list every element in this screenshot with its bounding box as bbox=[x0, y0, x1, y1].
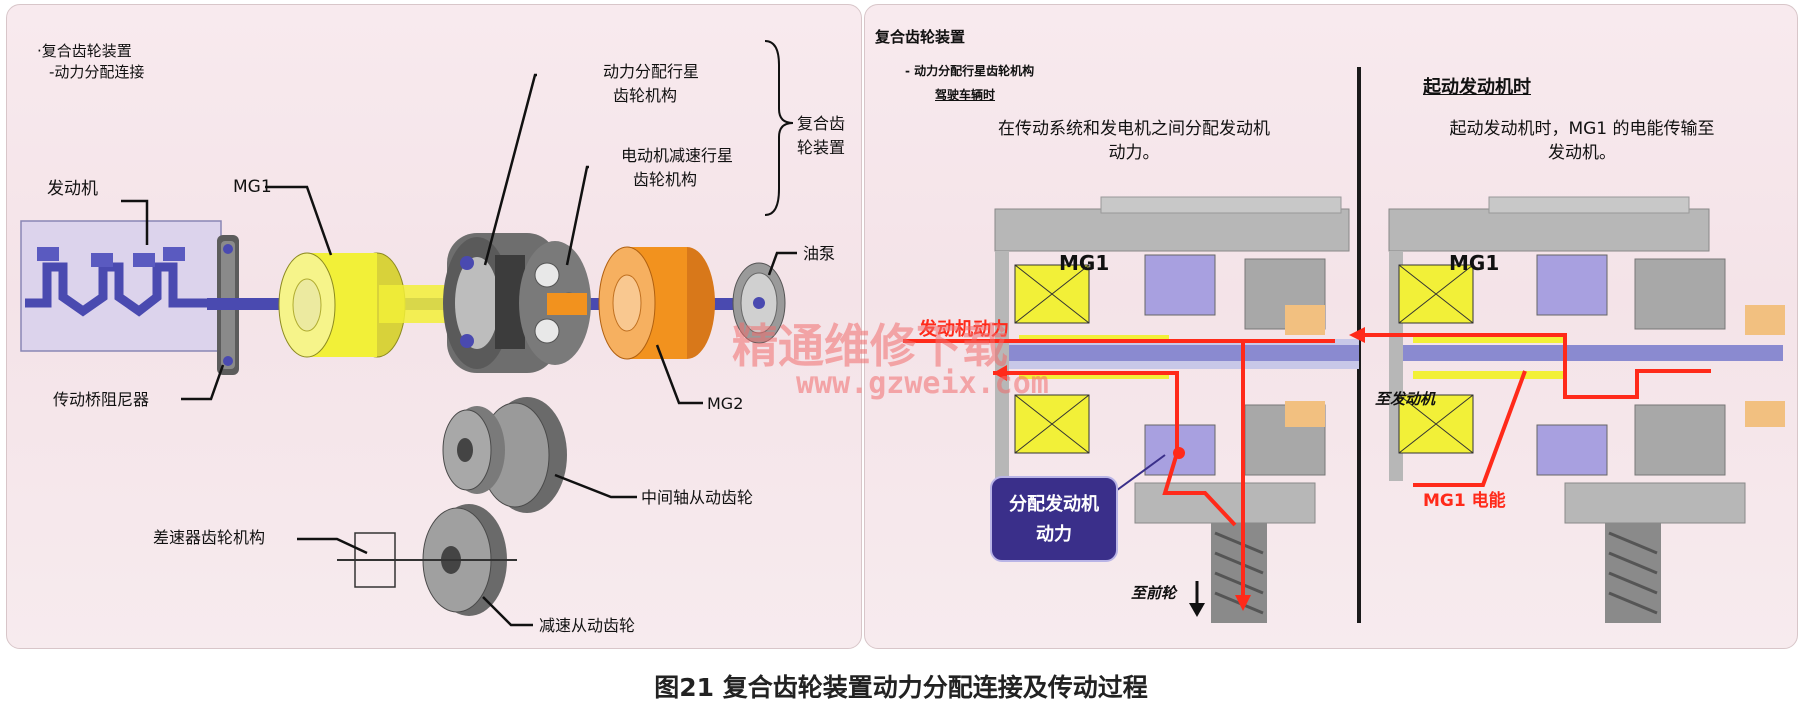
reduction-gear-graphic bbox=[337, 504, 517, 616]
compound-label-line1: 复合齿 bbox=[797, 114, 846, 133]
mg1-electric-flow bbox=[1361, 333, 1711, 487]
to-front-wheels-label: 至前轮 bbox=[1131, 584, 1177, 602]
power-split-label-line2: 齿轮机构 bbox=[613, 86, 678, 105]
watermark-cn: 精通维修下载 bbox=[732, 319, 1008, 373]
left-title-line2: -动力分配连接 bbox=[49, 63, 145, 81]
oil-pump-label: 油泵 bbox=[803, 244, 836, 263]
engine-graphic bbox=[20, 220, 222, 352]
left-panel: ·复合齿轮装置 -动力分配连接 发动机 MG1 动力分配行星 齿轮机构 复合齿 … bbox=[6, 4, 862, 649]
start-title: 起动发动机时 bbox=[1423, 77, 1531, 98]
to-engine-label: 至发动机 bbox=[1375, 390, 1436, 408]
mg1-label-drive: MG1 bbox=[1059, 251, 1110, 275]
left-title-line1: ·复合齿轮装置 bbox=[37, 42, 132, 60]
compound-bracket bbox=[764, 40, 794, 216]
engine-power-label: 发动机动力 bbox=[919, 319, 1009, 340]
power-flow-illustration bbox=[903, 67, 1785, 623]
start-desc-line1: 起动发动机时，MG1 的电能传输至 bbox=[1449, 119, 1715, 139]
down-arrow-icon bbox=[1189, 581, 1205, 617]
reduction-driven-label: 减速从动齿轮 bbox=[539, 616, 636, 635]
split-power-bubble: 分配发动机 动力 bbox=[990, 476, 1118, 562]
figure-caption: 图21 复合齿轮装置动力分配连接及传动过程 bbox=[654, 673, 1148, 702]
mg1-label: MG1 bbox=[233, 177, 272, 197]
watermark-url: www.gzweix.com bbox=[796, 366, 1049, 401]
drive-desc-line1: 在传动系统和发电机之间分配发动机 bbox=[998, 119, 1270, 139]
mg1-electric-label: MG1 电能 bbox=[1423, 491, 1506, 511]
drive-desc-line2: 动力。 bbox=[1108, 143, 1160, 163]
mg2-graphic bbox=[598, 246, 715, 360]
engine-label: 发动机 bbox=[47, 179, 98, 199]
hybrid-transaxle-illustration bbox=[20, 40, 797, 627]
start-desc-line2: 发动机。 bbox=[1548, 143, 1616, 163]
motor-reduction-label-line2: 齿轮机构 bbox=[633, 170, 698, 189]
oil-pump-graphic bbox=[732, 262, 786, 344]
motor-reduction-label-line1: 电动机减速行星 bbox=[621, 146, 734, 165]
split-bubble-line1: 分配发动机 bbox=[1009, 494, 1099, 515]
differential-label: 差速器齿轮机构 bbox=[153, 528, 266, 547]
right-panel: 复合齿轮装置 - 动力分配行星齿轮机构 驾驶车辆时 在传动系统和发电机之间分配发… bbox=[864, 4, 1798, 649]
engine-start-scene bbox=[1388, 196, 1785, 623]
engine-power-flow bbox=[903, 339, 1335, 601]
damper-label: 传动桥阻尼器 bbox=[53, 390, 150, 409]
mg2-label: MG2 bbox=[707, 394, 744, 413]
mg1-label-start: MG1 bbox=[1449, 251, 1500, 275]
counter-gear-graphic bbox=[442, 397, 567, 513]
power-split-label-line1: 动力分配行星 bbox=[603, 62, 700, 81]
leader-lines bbox=[121, 73, 797, 627]
compound-label-line2: 轮装置 bbox=[797, 138, 846, 157]
right-subtitle1: - 动力分配行星齿轮机构 bbox=[905, 64, 1035, 78]
right-subtitle2: 驾驶车辆时 bbox=[935, 88, 996, 102]
driving-scene bbox=[994, 196, 1359, 623]
right-title: 复合齿轮装置 bbox=[875, 28, 966, 46]
motor-reduction-gear-graphic bbox=[519, 241, 591, 365]
counter-driven-label: 中间轴从动齿轮 bbox=[641, 488, 754, 507]
split-bubble-line2: 动力 bbox=[1036, 524, 1072, 545]
